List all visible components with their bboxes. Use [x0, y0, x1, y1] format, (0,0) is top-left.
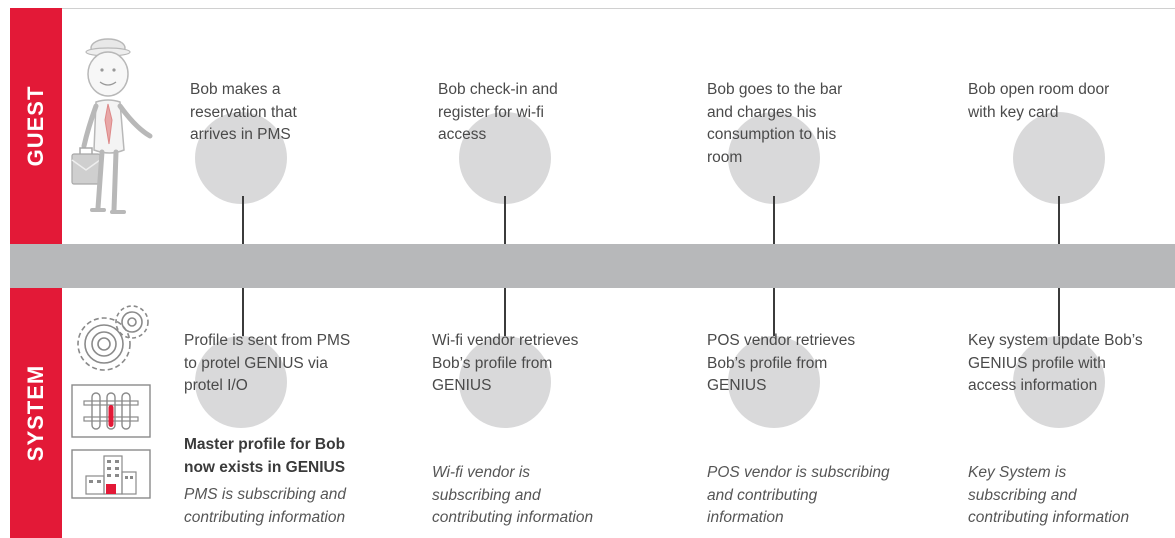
guest-step-2-circle [459, 112, 551, 204]
guest-step-4-circle [1013, 112, 1105, 204]
guest-step-3-text: Bob goes to the bar and charges his cons… [707, 81, 843, 166]
timeline-bar [10, 244, 1175, 288]
guest-step-4-text: Bob open room door with key card [968, 81, 1110, 121]
guest-step-1-connector [242, 196, 244, 244]
system-band: SYSTEM [10, 288, 62, 538]
system-step-2-italic: Wi-fi vendor is subscribing and contribu… [432, 464, 594, 526]
system-step-3-connector [773, 288, 775, 344]
system-step-2-text: Wi-fi vendor retrieves Bob’s profile fro… [432, 332, 579, 394]
system-step-2-connector [504, 288, 506, 344]
system-step-3-text: POS vendor retrieves Bob’s profile from … [707, 332, 856, 394]
system-step-1-bold: Master profile for Bob now exists in GEN… [184, 436, 346, 476]
system-step-3-circle [728, 336, 820, 428]
guest-step-3-connector [773, 196, 775, 244]
guest-step-1-text: Bob makes a reservation that arrives in … [190, 81, 297, 143]
gears-icon [70, 300, 154, 376]
guest-step-3-circle [728, 112, 820, 204]
guest-label: GUEST [23, 85, 48, 167]
guest-step-2-text: Bob check-in and register for wi-fi acce… [438, 81, 558, 143]
system-step-4-connector [1058, 288, 1060, 344]
guest-step-2-connector [504, 196, 506, 244]
system-label: SYSTEM [23, 364, 48, 462]
top-border [62, 8, 1175, 9]
system-step-1-connector [242, 288, 244, 344]
test-tubes-icon [70, 383, 152, 439]
system-step-3-italic: POS vendor is subscribing and contributi… [707, 464, 890, 526]
system-step-4-italic: Key System is subscribing and contributi… [968, 464, 1130, 526]
hotel-building-icon [70, 448, 152, 500]
system-step-1-text: Profile is sent from PMS to protel GENIU… [184, 332, 351, 394]
system-step-1-circle [195, 336, 287, 428]
guest-band: GUEST [10, 8, 62, 244]
system-step-1-italic: PMS is subscribing and contributing info… [184, 486, 346, 526]
guest-step-4-connector [1058, 196, 1060, 244]
system-step-4-text: Key system update Bob’s GENIUS profile w… [968, 332, 1143, 394]
businessman-figure-icon [66, 28, 162, 218]
guest-step-1-circle [195, 112, 287, 204]
system-step-4-circle [1013, 336, 1105, 428]
system-step-2-circle [459, 336, 551, 428]
